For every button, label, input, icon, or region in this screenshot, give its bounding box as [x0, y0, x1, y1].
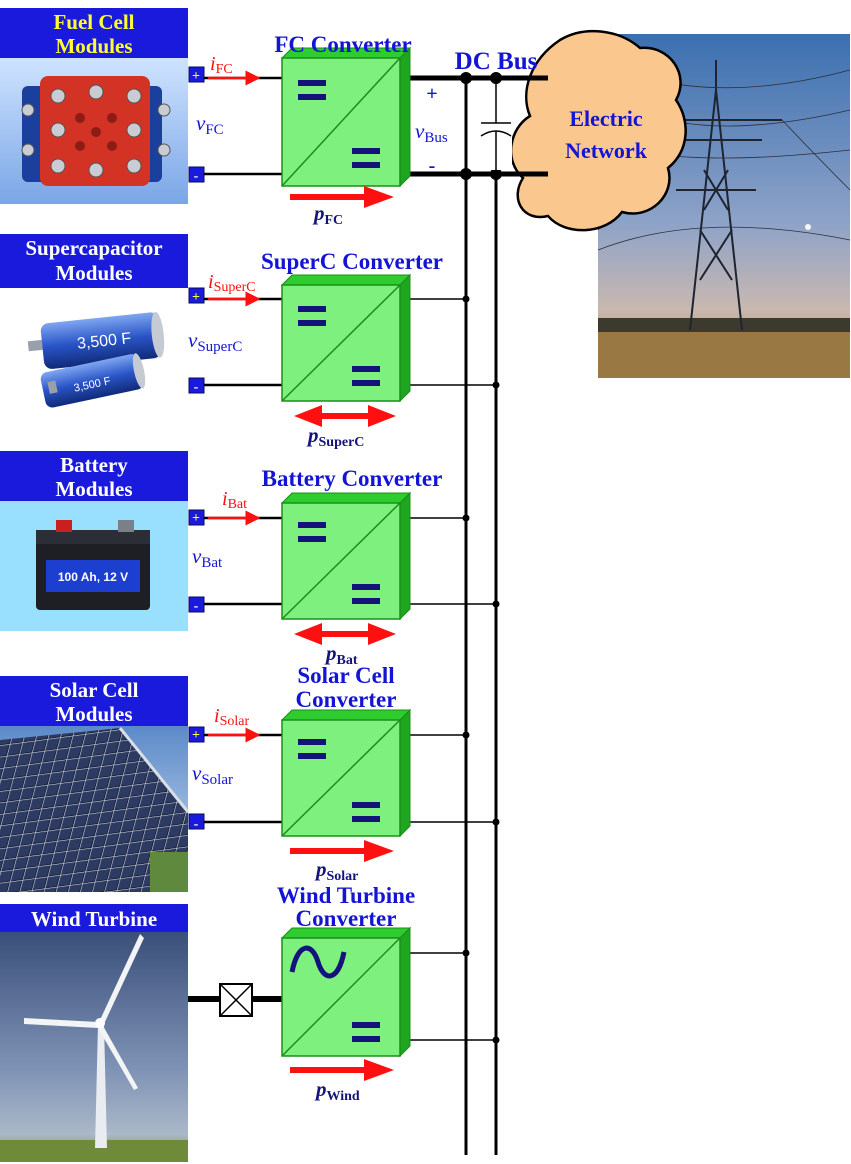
i-fc-symbol: iFC — [210, 53, 233, 77]
solar-plus-terminal: + — [192, 728, 200, 743]
sc-label-line1: Supercapacitor — [25, 236, 162, 260]
solar-photo — [0, 726, 190, 892]
fc-plus-terminal: + — [192, 69, 200, 84]
wind-converter-title-line2: Converter — [296, 906, 397, 931]
fuel-cell-row — [0, 8, 282, 204]
bat-label-line1: Battery — [60, 453, 128, 477]
wind-turbine-photo — [0, 932, 188, 1162]
wind-converter-title-line1: Wind Turbine — [277, 883, 415, 908]
v-bus-symbol: vBus — [415, 119, 448, 146]
electric-network-cloud — [509, 29, 687, 232]
dc-bus-lines — [464, 78, 498, 1155]
sc-plus-terminal: + — [192, 290, 200, 305]
p-sc-arrow — [294, 405, 396, 427]
battery-row — [0, 451, 500, 631]
sc-converter-title: SuperC Converter — [261, 249, 443, 274]
solar-converter-title-line1: Solar Cell — [297, 663, 394, 688]
p-fc-symbol: pFC — [312, 201, 343, 228]
bus-plus: + — [426, 83, 437, 105]
battery-spec-label: 100 Ah, 12 V — [58, 570, 128, 584]
solar-converter-title-line2: Converter — [296, 687, 397, 712]
wind-row — [0, 904, 500, 1162]
sc-converter-box — [280, 273, 412, 403]
p-wind-arrow — [290, 1059, 394, 1081]
p-sc-symbol: pSuperC — [306, 423, 364, 450]
dc-bus-title: DC Bus — [455, 48, 538, 75]
fc-label-line2: Modules — [55, 34, 132, 58]
bus-capacitor — [480, 84, 512, 170]
solar-converter-box — [280, 708, 412, 838]
fc-converter-box — [280, 46, 412, 188]
sc-label-line2: Modules — [55, 261, 132, 285]
bat-minus-terminal: - — [194, 599, 199, 614]
wind-label: Wind Turbine — [31, 907, 157, 931]
supercap-row — [0, 234, 500, 408]
fc-minus-terminal: - — [194, 169, 199, 184]
fc-converter-title: FC Converter — [274, 32, 411, 57]
supercap-photo — [27, 311, 165, 408]
sc-minus-terminal: - — [194, 380, 199, 395]
i-solar-symbol: iSolar — [214, 705, 249, 729]
p-fc-arrow — [290, 186, 394, 208]
solar-label-line1: Solar Cell — [50, 678, 139, 702]
network-label-line2: Network — [565, 138, 648, 163]
bat-converter-box — [280, 491, 412, 621]
solar-label-line2: Modules — [55, 702, 132, 726]
p-bat-arrow — [294, 623, 396, 645]
p-bat-symbol: pBat — [324, 641, 358, 668]
bus-minus: - — [429, 155, 436, 177]
v-fc-symbol: vFC — [196, 111, 224, 138]
battery-graphic — [36, 520, 150, 610]
wind-converter-box — [280, 926, 412, 1058]
network-label-line1: Electric — [569, 106, 643, 131]
i-bat-symbol: iBat — [222, 488, 247, 512]
v-bat-symbol: vBat — [192, 544, 223, 571]
solar-row — [0, 676, 500, 892]
bat-label-line2: Modules — [55, 477, 132, 501]
bat-plus-terminal: + — [192, 511, 200, 526]
p-solar-symbol: pSolar — [314, 857, 358, 884]
v-solar-symbol: vSolar — [192, 761, 233, 788]
supercap-big-label: 3,500 F — [76, 330, 132, 353]
solar-minus-terminal: - — [194, 817, 199, 832]
i-sc-symbol: iSuperC — [208, 271, 256, 295]
p-solar-arrow — [290, 840, 394, 862]
p-wind-symbol: pWind — [314, 1077, 360, 1104]
bat-converter-title: Battery Converter — [262, 466, 443, 491]
fuel-cell-stack-graphic — [21, 76, 171, 186]
dc-bus-main-lines — [400, 72, 548, 180]
v-sc-symbol: vSuperC — [188, 328, 242, 355]
fc-label-line1: Fuel Cell — [53, 10, 134, 34]
